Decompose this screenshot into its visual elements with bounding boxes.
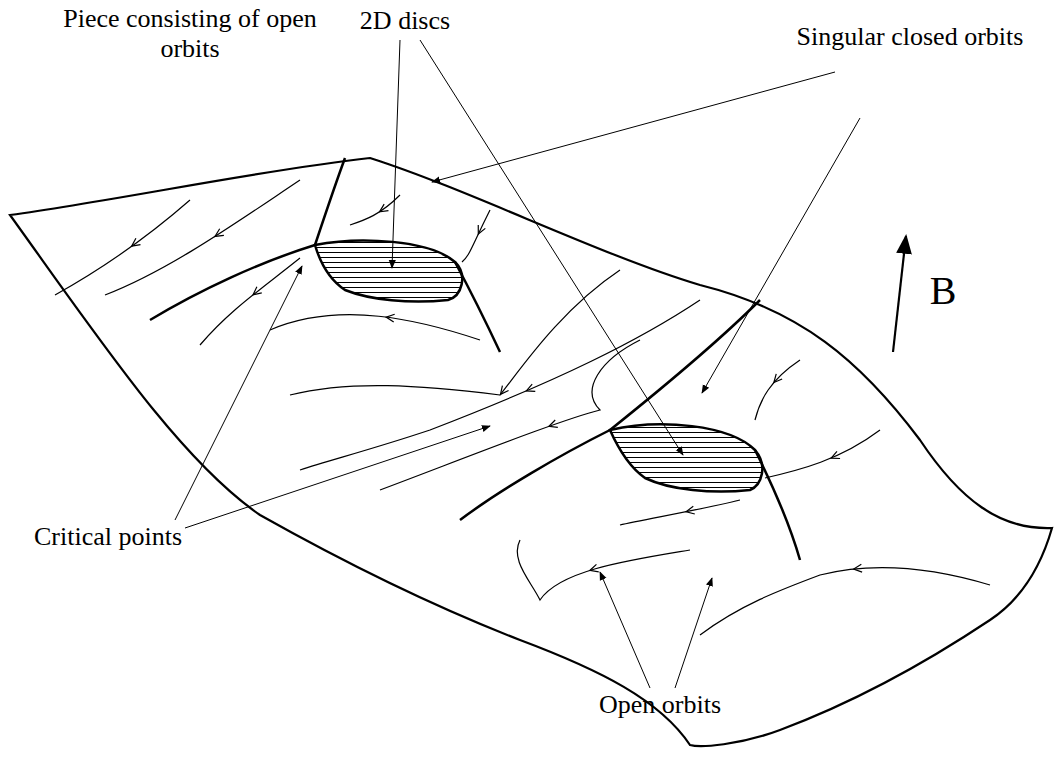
surface-outline — [10, 158, 1052, 746]
point-label: Critical points — [8, 522, 208, 552]
orbit-arrowhead — [526, 384, 535, 391]
orbit-arrowhead — [549, 420, 558, 427]
disc-label: 2D discs — [340, 6, 470, 36]
orbit-arrowhead — [253, 287, 262, 295]
orbit-arrowhead — [478, 225, 485, 234]
orbit-arrowhead — [500, 386, 508, 395]
singular-orbit — [150, 158, 800, 560]
open-orbits — [55, 180, 990, 635]
orbit-arrowhead — [831, 451, 840, 458]
field-label: B — [918, 268, 968, 314]
orbit-arrowhead — [215, 229, 224, 237]
orbit-arrowhead — [774, 374, 782, 383]
orbit-arrowhead — [132, 238, 141, 246]
disc — [610, 424, 762, 491]
leader-line — [175, 40, 860, 688]
region-label: Piece consisting of open orbits — [55, 4, 325, 64]
orbit-arrowhead — [590, 564, 599, 571]
orbit-arrowhead — [386, 314, 395, 322]
disc — [315, 241, 462, 302]
orbit-arrowhead — [380, 204, 389, 212]
orbit-label: Singular closed orbits — [795, 22, 1025, 52]
field-arrow — [893, 236, 906, 352]
orbit-label: Open orbits — [575, 690, 745, 720]
orbit-arrowhead — [686, 506, 695, 514]
orbit-arrowhead — [854, 564, 862, 572]
